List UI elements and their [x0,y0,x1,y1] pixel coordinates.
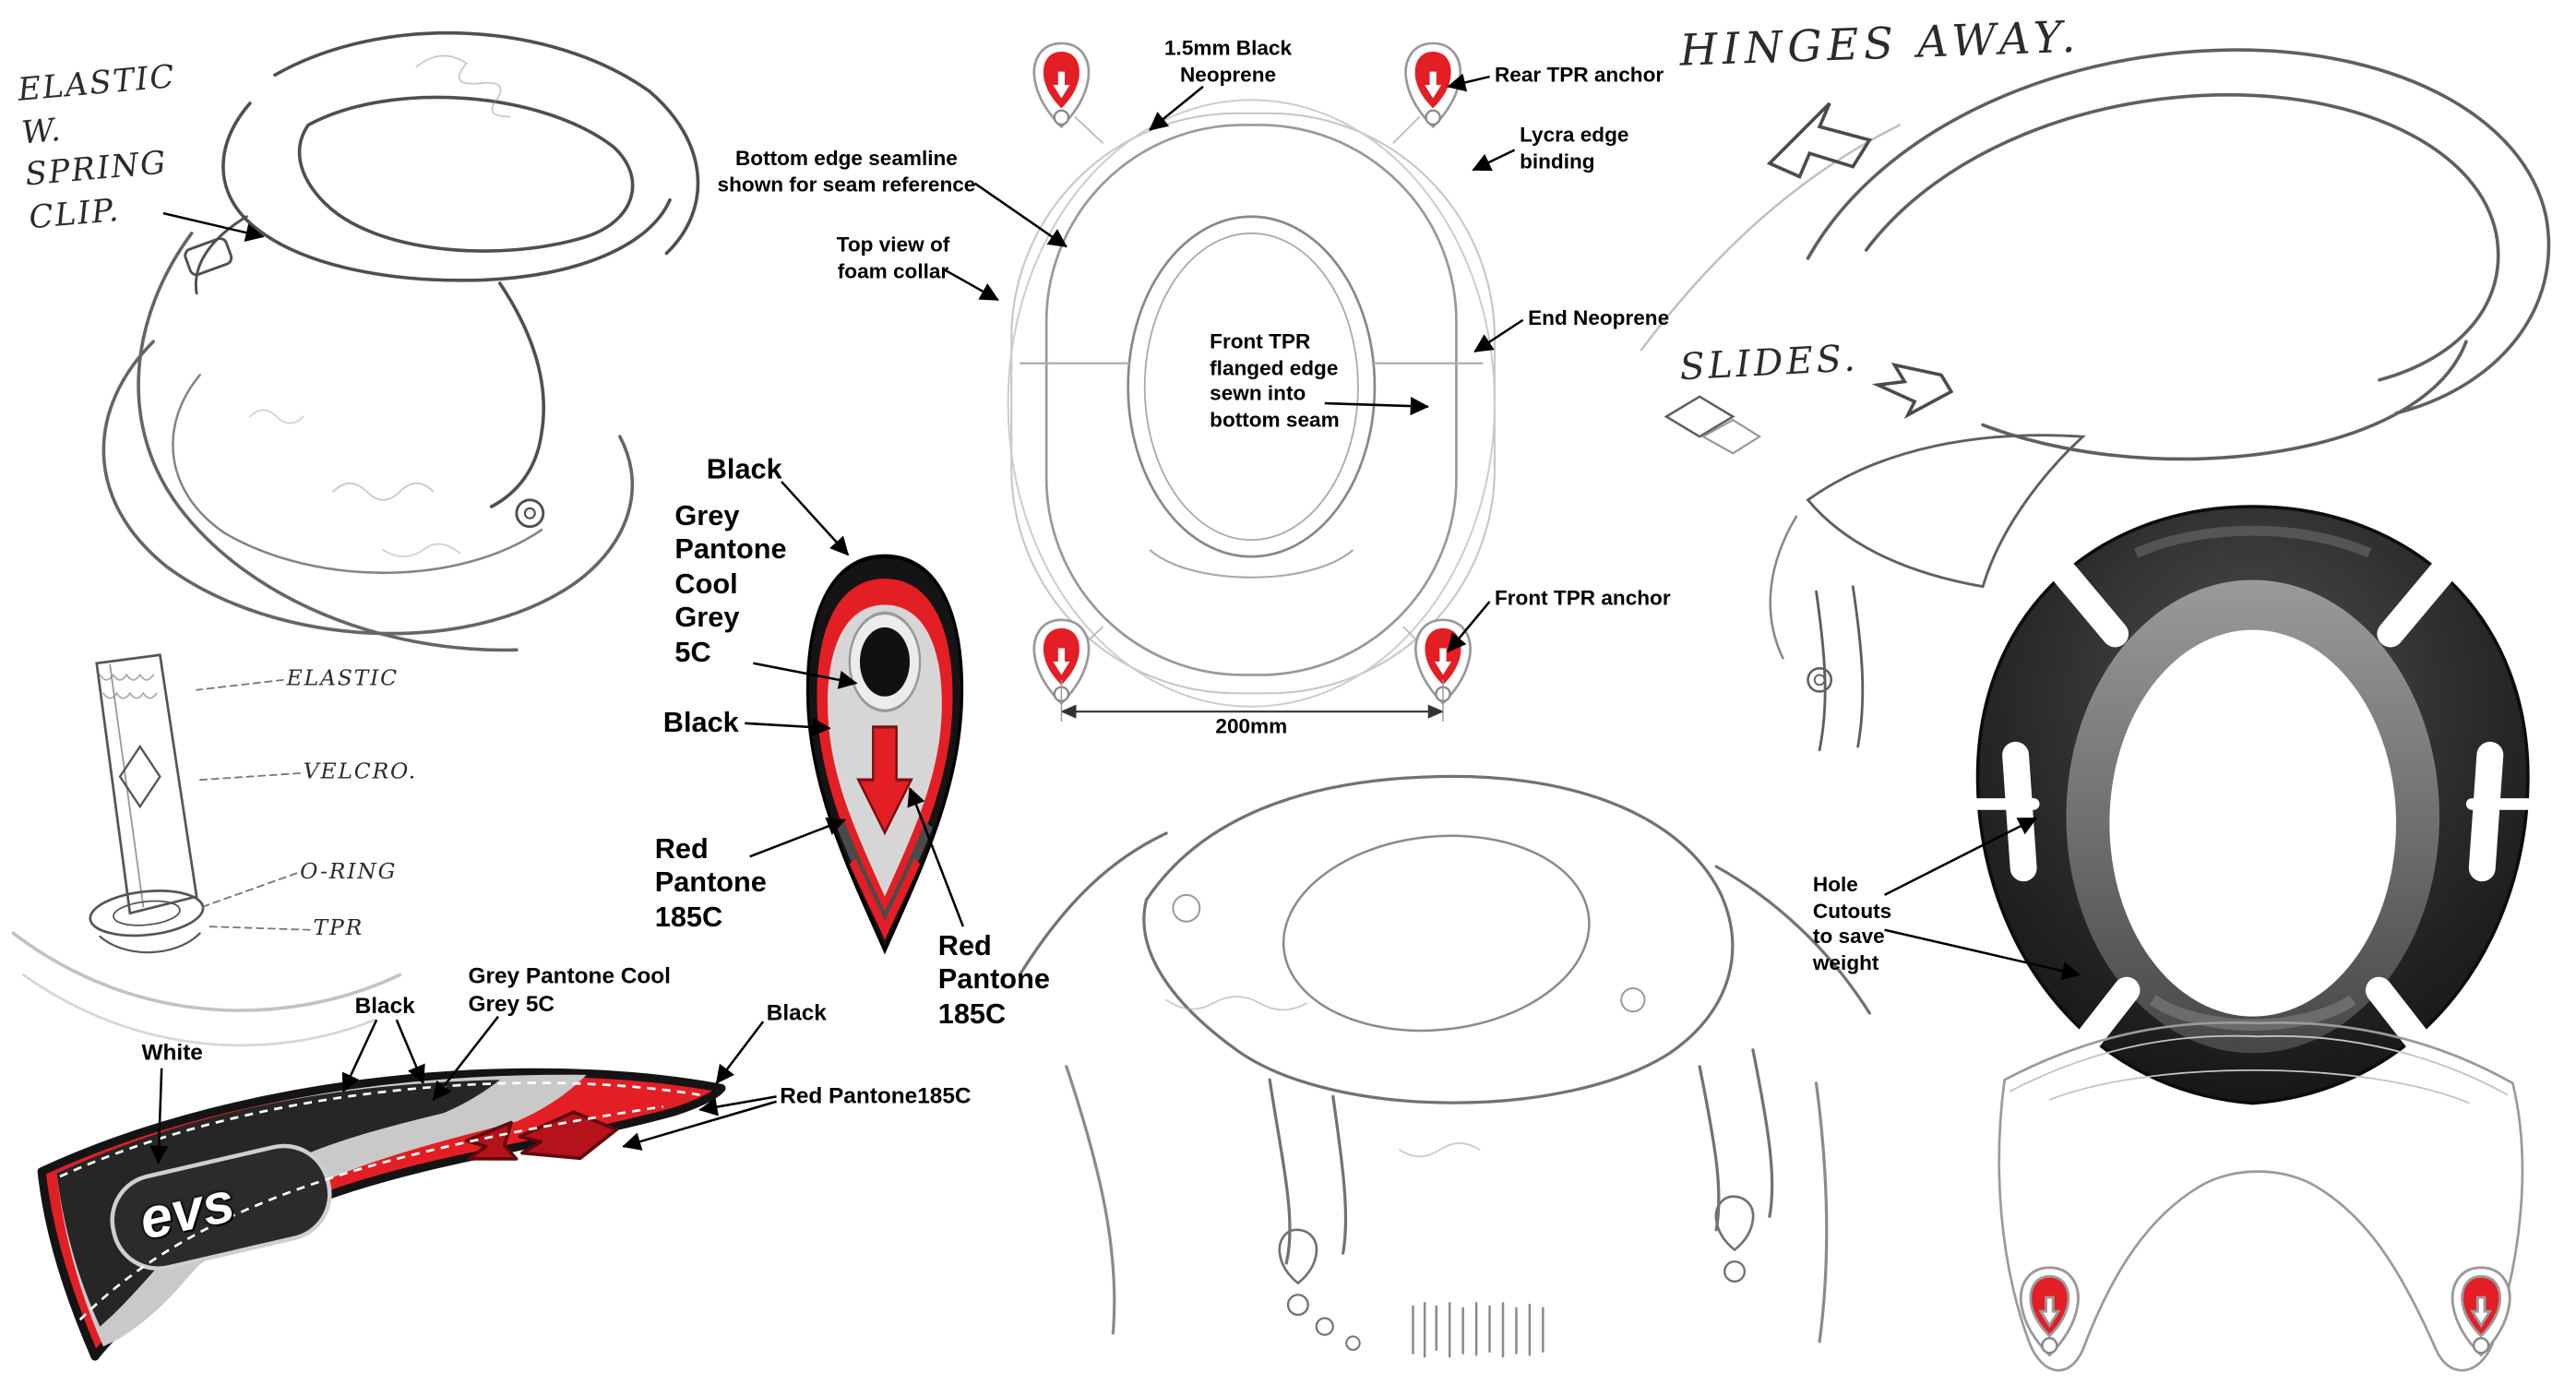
label-strap-black-right: Black [766,999,827,1025]
label-strap-black-left: Black [354,993,415,1019]
label-strap-white: White [141,1039,203,1066]
label-rear-tpr-anchor: Rear TPR anchor [1494,63,1664,87]
label-front-tpr-flange: Front TPR flanged edge sewn into bottom … [1210,329,1340,432]
note-elastic-spring-clip: ELASTIC W. SPRING CLIP. [16,58,177,237]
label-badge-grey: Grey Pantone Cool Grey 5C [674,499,787,668]
note-tpr: TPR [313,916,364,942]
label-hole-cutouts: Hole Cutouts to save weight [1812,873,1892,975]
note-velcro: VELCRO. [303,759,418,785]
label-end-neoprene: End Neoprene [1528,306,1670,330]
shoulder-sketch [1018,774,1871,1358]
top-view-diagram [1007,42,1497,708]
note-elastic: ELASTIC [286,666,399,692]
note-o-ring: O-RING [300,859,398,885]
label-badge-red-left: Red Pantone 185C [654,833,767,933]
strap-graphic [37,1068,726,1361]
badge-graphic [805,554,964,955]
collar-outline-sketch [1998,1021,2524,1372]
label-badge-black-inner: Black [662,706,739,739]
label-front-tpr-anchor: Front TPR anchor [1494,586,1671,610]
label-lycra-binding: Lycra edge binding [1520,123,1629,173]
label-badge-red-right: Red Pantone 185C [937,929,1050,1030]
label-strap-grey: Grey Pantone Cool Grey 5C [468,962,671,1017]
dimension-line [1060,679,1445,722]
hinge-sketch [1640,48,2551,752]
helmet-sketch [101,30,700,652]
collar-render [1969,505,2536,1105]
label-top-view-title: Top view of foam collar [836,233,950,283]
annotation-arrows [149,73,2081,1164]
label-width-dimension: 200mm [1210,714,1293,741]
label-bottom-seamline: Bottom edge seamline shown for seam refe… [717,146,976,197]
label-neoprene: 1.5mm Black Neoprene [1163,36,1293,87]
strap-detail-sketch [11,653,402,1047]
label-badge-black-outline: Black [706,453,782,485]
label-strap-red: Red Pantone185C [780,1082,972,1108]
